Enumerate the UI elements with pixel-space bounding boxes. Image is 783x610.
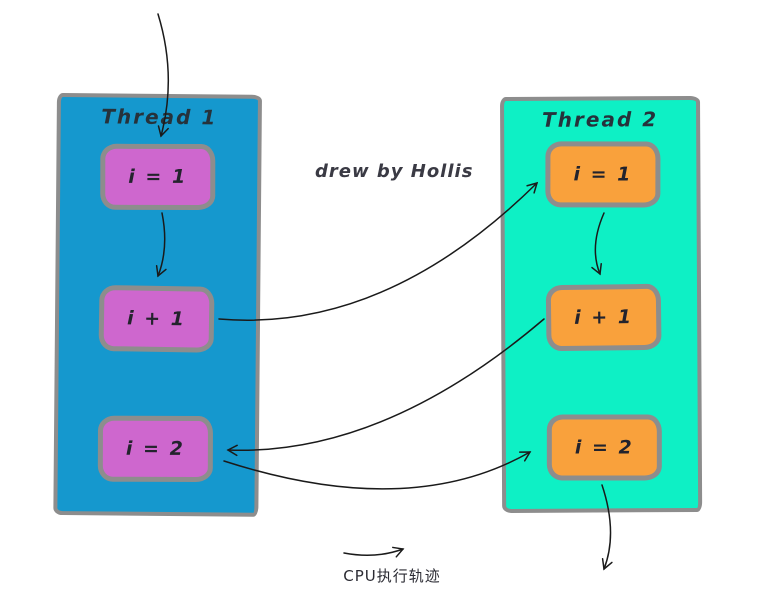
thread1-panel: Thread 1 i = 1 i + 1 i = 2 (53, 93, 262, 517)
arrow-t1-i2-to-t2-i2 (223, 451, 532, 490)
thread1-step-i-eq-2: i = 2 (97, 415, 214, 483)
legend-arrow-icon (343, 546, 405, 558)
thread2-step-i-plus-1-label: i + 1 (574, 306, 634, 329)
thread1-step-i-eq-2-label: i = 2 (125, 437, 185, 460)
thread1-step-i-eq-1: i = 1 (100, 143, 216, 210)
thread1-step-i-eq-1-label: i = 1 (128, 165, 188, 188)
thread2-step-i-eq-2: i = 2 (546, 414, 662, 481)
thread2-step-i-eq-1-label: i = 1 (573, 163, 633, 186)
arrow-t1-iplus1-to-t2-i1 (218, 181, 539, 321)
thread1-step-i-plus-1: i + 1 (98, 284, 215, 353)
thread2-title: Thread 2 (542, 107, 659, 132)
arrow-t2-iplus1-to-t1-i2 (226, 318, 545, 457)
thread2-step-i-eq-2-label: i = 2 (574, 436, 634, 459)
legend-label: CPU执行轨迹 (343, 567, 441, 585)
thread1-title: Thread 1 (101, 104, 218, 130)
credit-text: drew by Hollis (315, 161, 474, 182)
thread2-step-i-plus-1: i + 1 (545, 283, 662, 352)
thread2-panel: Thread 2 i = 1 i + 1 i = 2 (500, 95, 703, 513)
thread1-step-i-plus-1-label: i + 1 (126, 307, 187, 331)
thread2-step-i-eq-1: i = 1 (545, 141, 661, 208)
